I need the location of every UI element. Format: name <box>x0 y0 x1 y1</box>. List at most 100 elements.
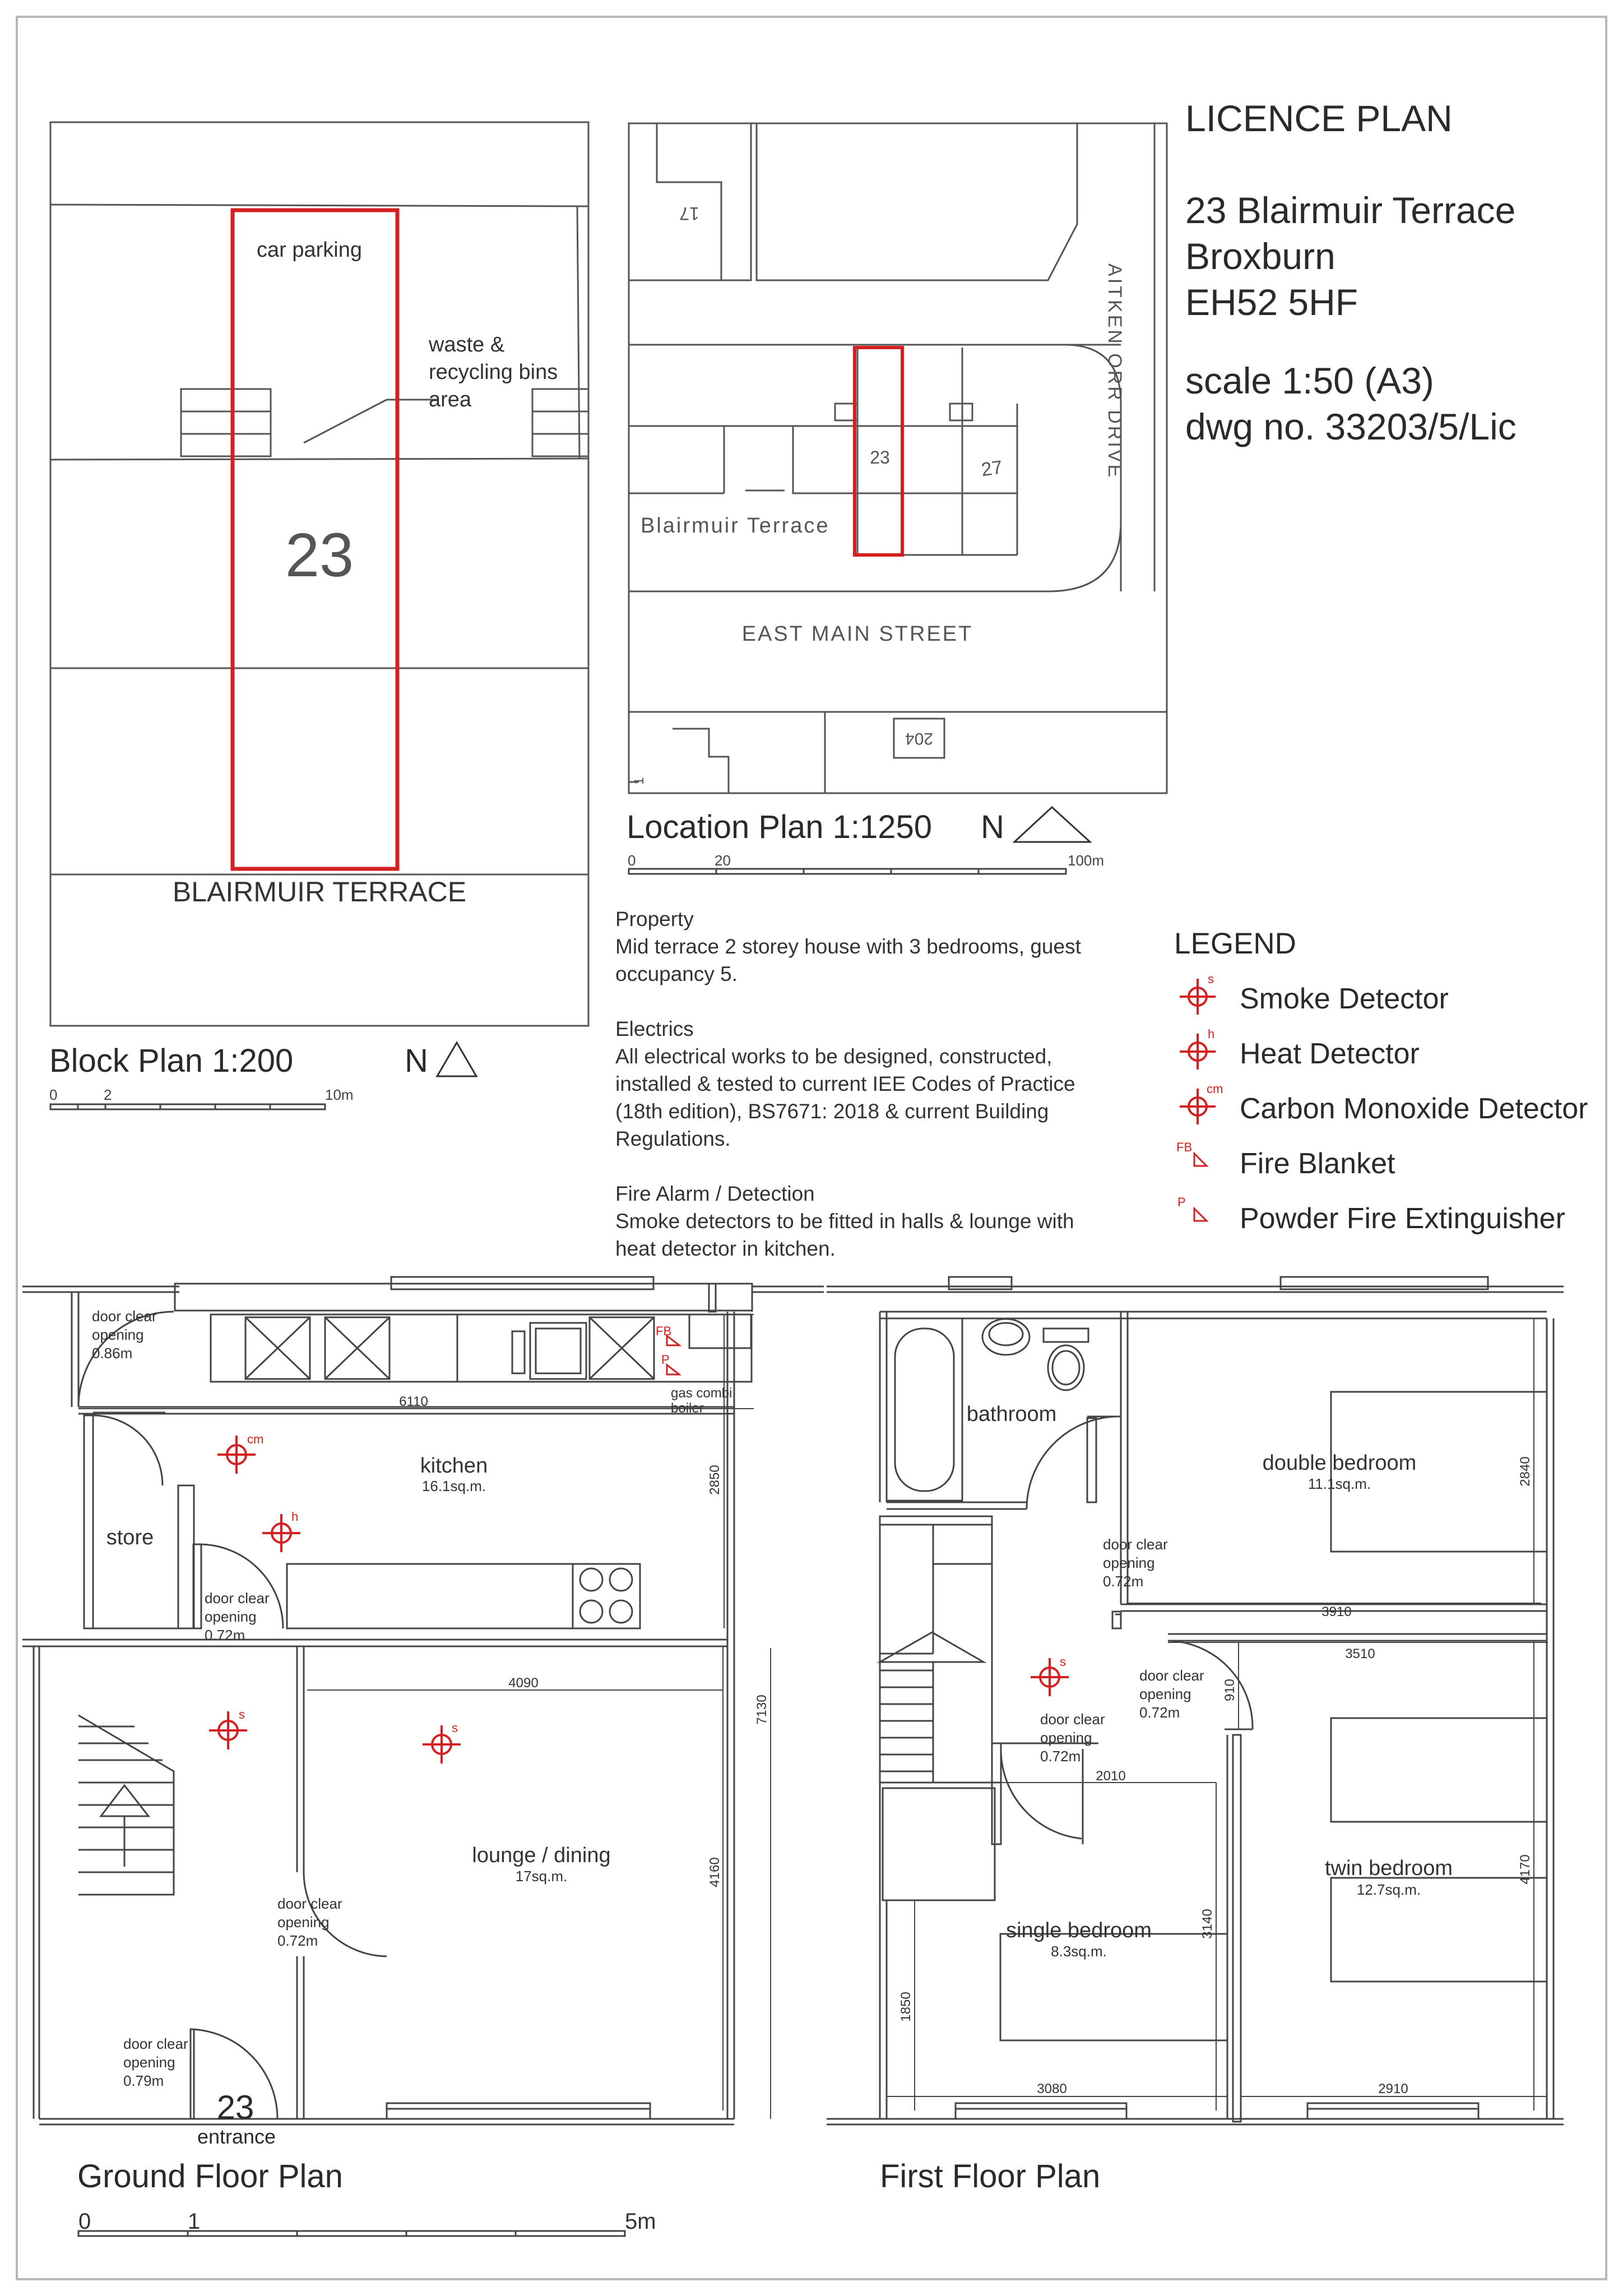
gf-code-fb: FB <box>656 1324 671 1338</box>
legend-code-fb: FB <box>1176 1140 1192 1154</box>
drawing-number: dwg no. 33203/5/Lic <box>1185 406 1517 447</box>
ff-dim-1850: 1850 <box>898 1992 913 2021</box>
ff-single-bedroom-area: 8.3sq.m. <box>1051 1943 1107 1960</box>
legend-code-h: h <box>1208 1027 1214 1041</box>
ff-plan-title: First Floor Plan <box>880 2158 1100 2195</box>
location-scale-0: 0 <box>628 852 636 869</box>
legend-item-co: cm Carbon Monoxide Detector <box>1174 1077 1622 1132</box>
block-north-label: N <box>405 1043 428 1079</box>
powder-extinguisher-icon: P <box>1177 1195 1209 1222</box>
ff-door-a-2: opening <box>1103 1554 1155 1571</box>
legend-code-cm: cm <box>1207 1082 1223 1096</box>
legend-item-smoke: s Smoke Detector <box>1174 968 1622 1022</box>
gf-door-b-2: opening <box>205 1608 257 1625</box>
gf-code-p: P <box>661 1353 670 1367</box>
legend-item-blanket: FB Fire Blanket <box>1174 1132 1622 1187</box>
legend-heading: LEGEND <box>1174 927 1296 960</box>
gf-entrance-label: entrance <box>197 2125 276 2148</box>
location-main-street: EAST MAIN STREET <box>742 622 973 646</box>
location-plot-204: 204 <box>905 729 933 748</box>
ff-dim-3510: 3510 <box>1345 1646 1375 1661</box>
gf-dim-7130: 7130 <box>754 1695 769 1724</box>
gf-door-b-1: door clear <box>205 1590 270 1607</box>
ff-door-c-2: opening <box>1040 1729 1092 1746</box>
gf-door-b-3: 0.72m <box>205 1627 245 1644</box>
co-detector-icon: cm <box>1180 1082 1223 1124</box>
gf-scale-0: 0 <box>78 2209 91 2234</box>
gf-door-d-1: door clear <box>123 2035 188 2052</box>
electrics-line-2: installed & tested to current IEE Codes … <box>615 1072 1075 1095</box>
ff-door-b-1: door clear <box>1139 1667 1204 1684</box>
address-line-2: Broxburn <box>1185 235 1336 277</box>
ff-dim-3140: 3140 <box>1200 1909 1215 1938</box>
gf-scale-bar <box>77 2230 626 2237</box>
gf-extinguisher-icon <box>666 1363 682 1376</box>
electrics-line-1: All electrical works to be designed, con… <box>615 1045 1052 1068</box>
ff-twin-bedroom-label: twin bedroom <box>1325 1857 1453 1880</box>
gf-scale-5: 5m <box>625 2209 656 2234</box>
block-road-label: BLAIRMUIR TERRACE <box>173 876 466 908</box>
block-plan-title: Block Plan 1:200 <box>49 1043 293 1079</box>
ff-dim-2910: 2910 <box>1378 2081 1408 2096</box>
gf-scale-1: 1 <box>188 2209 200 2234</box>
legend-label-co: Carbon Monoxide Detector <box>1240 1093 1588 1125</box>
legend-label-blanket: Fire Blanket <box>1240 1147 1395 1180</box>
ff-double-bedroom-area: 11.1sq.m. <box>1308 1475 1371 1492</box>
gf-code-cm: cm <box>247 1432 263 1446</box>
location-terrace-label: Blairmuir Terrace <box>641 514 829 538</box>
block-plan-site-boundary <box>230 208 400 871</box>
gf-code-s-lounge: s <box>452 1721 458 1735</box>
ff-dim-3080: 3080 <box>1037 2081 1066 2096</box>
block-plot-number: 23 <box>285 521 354 590</box>
bins-label-1: waste & <box>428 333 504 357</box>
ff-dim-2840: 2840 <box>1518 1456 1533 1486</box>
property-line-1: Mid terrace 2 storey house with 3 bedroo… <box>615 935 1081 958</box>
electrics-line-4: Regulations. <box>615 1127 731 1150</box>
ff-dim-910: 910 <box>1222 1679 1237 1701</box>
gf-kitchen-area: 16.1sq.m. <box>422 1478 486 1494</box>
location-north-arrow <box>1012 806 1092 843</box>
block-scale-2: 2 <box>104 1086 112 1103</box>
ff-dim-3910: 3910 <box>1321 1604 1351 1619</box>
gf-boiler-label-2: boiler <box>671 1401 704 1416</box>
fire-line-2: heat detector in kitchen. <box>615 1237 836 1260</box>
property-line-2: occupancy 5. <box>615 962 738 985</box>
gf-door-c-2: opening <box>277 1914 330 1931</box>
car-parking-label: car parking <box>257 238 362 262</box>
location-plot-1: 1 <box>632 777 647 785</box>
fire-heading: Fire Alarm / Detection <box>615 1182 815 1205</box>
location-plan-title: Location Plan 1:1250 <box>627 809 932 845</box>
block-scale-10: 10m <box>325 1086 354 1103</box>
legend-code-p: P <box>1177 1195 1186 1209</box>
electrics-heading: Electrics <box>615 1017 694 1040</box>
sheet-border <box>16 16 1607 2280</box>
gf-store-label: store <box>106 1526 154 1549</box>
title-heading: LICENCE PLAN <box>1185 98 1453 139</box>
gf-kitchen-label: kitchen <box>420 1454 488 1478</box>
ff-single-bedroom-label: single bedroom <box>1006 1919 1152 1942</box>
ff-door-c-3: 0.72m <box>1040 1748 1081 1765</box>
ff-door-b-3: 0.72m <box>1139 1704 1180 1721</box>
location-plot-27: 27 <box>980 457 1004 481</box>
block-scale-0: 0 <box>49 1086 57 1103</box>
gf-code-h: h <box>291 1510 298 1524</box>
legend-label-extinguisher: Powder Fire Extinguisher <box>1240 1202 1565 1235</box>
legend-item-extinguisher: P Powder Fire Extinguisher <box>1174 1187 1622 1242</box>
location-scale-20: 20 <box>715 852 731 869</box>
smoke-detector-icon: s <box>1180 972 1216 1015</box>
ff-twin-bedroom-area: 12.7sq.m. <box>1357 1881 1421 1898</box>
postcode: EH52 5HF <box>1185 281 1358 323</box>
fire-blanket-icon: FB <box>1176 1140 1209 1167</box>
legend-code-s: s <box>1208 972 1214 986</box>
gf-fire-blanket-icon <box>666 1334 682 1346</box>
location-side-street: AITKEN ORR DRIVE <box>1104 263 1125 479</box>
ff-bathroom-label: bathroom <box>967 1402 1057 1426</box>
gf-door-a-3: 0.86m <box>92 1345 132 1362</box>
fire-line-1: Smoke detectors to be fitted in halls & … <box>615 1210 1074 1233</box>
bins-label-2: recycling bins <box>429 360 558 384</box>
ff-dim-2010: 2010 <box>1096 1769 1125 1784</box>
gf-dim-6110: 6110 <box>399 1394 428 1409</box>
ff-code-s: s <box>1060 1655 1066 1669</box>
ff-door-a-3: 0.72m <box>1103 1573 1143 1590</box>
bins-label-3: area <box>429 388 472 411</box>
